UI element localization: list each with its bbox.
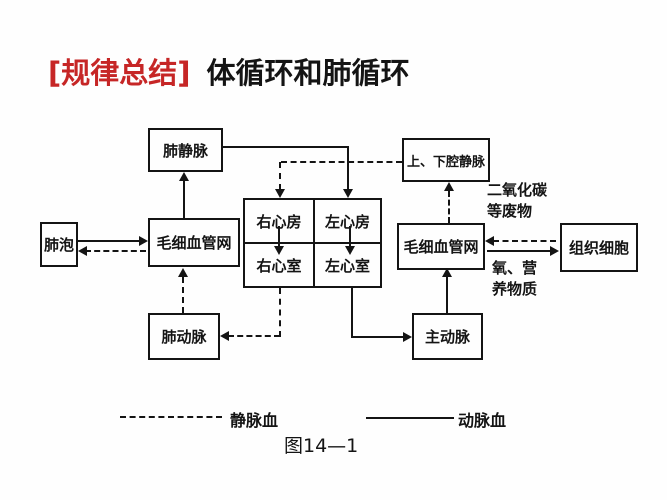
arrowhead-into-right-ventricle-icon: [274, 246, 284, 255]
flow-capillaries-to-alveoli-line: [85, 250, 146, 252]
legend-venous-dashed-line: [120, 416, 222, 418]
legend-arterial-solid-line: [366, 417, 454, 419]
box-aorta: 主动脉: [412, 313, 483, 360]
arrowhead-into-left-ventricle-icon: [345, 246, 355, 255]
arrowhead-into-body-capillaries-icon: [442, 268, 452, 277]
annotation-oxygen-nutrients: 氧、营 养物质: [492, 258, 537, 300]
flow-vena-cava-vertical-line: [279, 162, 281, 190]
annotation-co2-line1: 二氧化碳: [487, 181, 548, 199]
annotation-oxygen-line1: 氧、营: [492, 259, 538, 277]
arrowhead-into-vena-cava-icon: [444, 182, 454, 191]
box-tissue-cells: 组织细胞: [560, 223, 638, 272]
box-vena-cava: 上、下腔静脉: [402, 138, 490, 182]
page-title: [规律总结] 体循环和肺循环: [48, 50, 410, 92]
arrowhead-into-alveoli-icon: [78, 246, 87, 256]
arrowhead-into-body-capillaries-right-icon: [485, 236, 494, 246]
cell-left-atrium: 左心房: [324, 212, 370, 231]
arrowhead-into-pulmonary-artery-icon: [220, 331, 229, 341]
flow-pulmonary-artery-to-capillaries-line: [182, 277, 184, 313]
flow-left-ventricle-down-line: [351, 288, 353, 338]
figure-caption: 图14—1: [284, 435, 359, 457]
flow-capillaries-to-vena-cava-line: [448, 191, 450, 223]
cell-left-ventricle: 左心室: [324, 256, 370, 275]
flow-capillaries-to-pulmonary-vein-line: [183, 180, 185, 218]
flow-capillaries-to-cells-line: [487, 250, 551, 252]
flow-to-aorta-line: [351, 336, 404, 338]
annotation-co2-waste: 二氧化碳 等废物: [487, 180, 547, 222]
box-pulmonary-vein: 肺静脉: [148, 128, 223, 172]
legend-arterial-label: 动脉血: [458, 411, 507, 430]
legend-venous-label: 静脉血: [230, 411, 279, 430]
arrowhead-into-aorta-icon: [403, 332, 412, 342]
flow-vena-cava-horizontal-line: [281, 161, 402, 163]
cell-right-atrium: 右心房: [256, 212, 302, 231]
box-lung-capillaries: 毛细血管网: [148, 218, 240, 267]
flow-alveoli-to-capillaries-line: [78, 240, 141, 242]
flow-aorta-to-capillaries-line: [446, 277, 448, 313]
title-bracket-tag: [规律总结]: [48, 56, 191, 90]
box-alveoli: 肺泡: [40, 222, 78, 267]
box-body-capillaries: 毛细血管网: [397, 223, 485, 270]
arrowhead-into-lung-capillaries-icon: [139, 236, 148, 246]
box-pulmonary-artery: 肺动脉: [148, 313, 220, 360]
cell-right-ventricle: 右心室: [256, 256, 302, 275]
flow-cells-to-capillaries-line: [493, 240, 556, 242]
arrowhead-into-lung-capillaries-bottom-icon: [178, 268, 188, 277]
flow-pulmonary-vein-horizontal-line: [221, 146, 349, 148]
flow-to-pulmonary-artery-line: [228, 335, 280, 337]
flow-pulmonary-vein-vertical-line: [347, 146, 349, 190]
title-main-text: 体循环和肺循环: [206, 56, 410, 90]
arrowhead-into-left-atrium-icon: [343, 189, 353, 198]
arrowhead-into-right-atrium-icon: [275, 189, 285, 198]
arrowhead-into-tissue-cells-icon: [550, 246, 559, 256]
annotation-oxygen-line2: 养物质: [492, 280, 538, 298]
heart-grid-horizontal-divider: [245, 242, 380, 244]
flow-right-ventricle-down-line: [279, 288, 281, 337]
flow-right-atrium-to-ventricle-line: [278, 226, 280, 248]
flow-left-atrium-to-ventricle-line: [349, 226, 351, 248]
annotation-co2-line2: 等废物: [487, 202, 533, 220]
arrowhead-into-pulmonary-vein-icon: [179, 172, 189, 181]
heart-chambers-grid: 右心房 左心房 右心室 左心室: [243, 198, 382, 288]
